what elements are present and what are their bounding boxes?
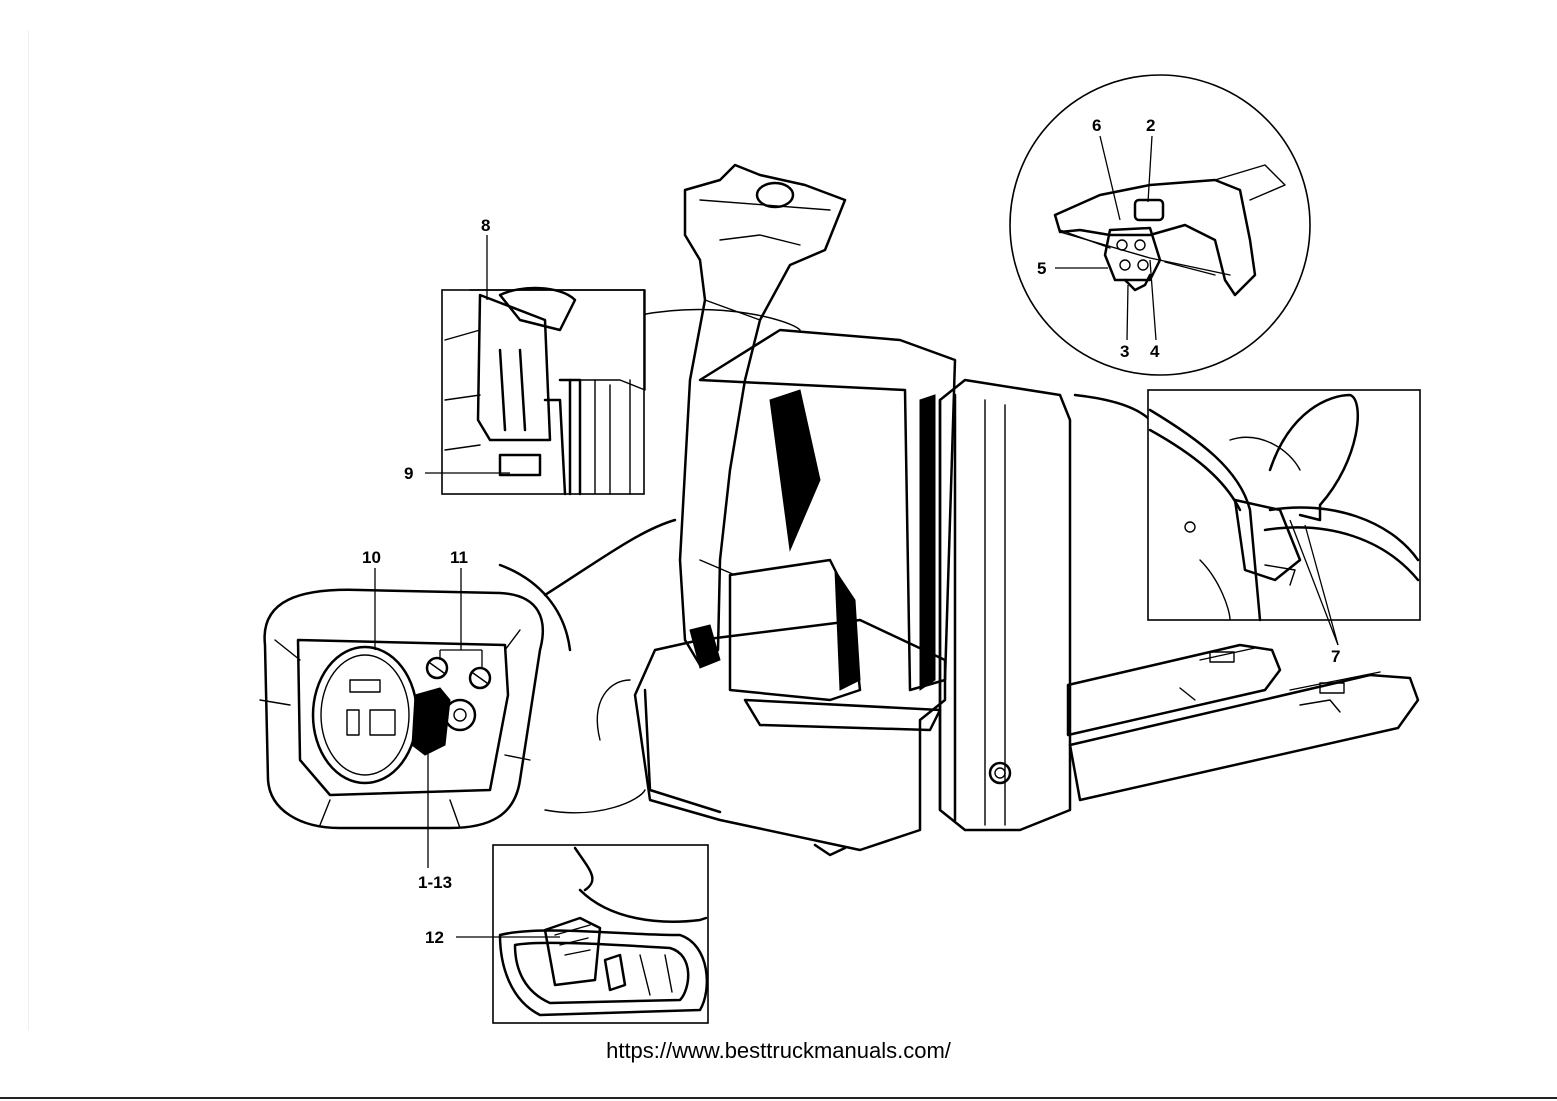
callout-10: 10 — [362, 548, 381, 567]
bottom-edge-rule — [0, 1097, 1557, 1099]
callout-2: 2 — [1146, 116, 1155, 135]
callout-6: 6 — [1092, 116, 1101, 135]
callout-5: 5 — [1037, 259, 1046, 278]
callout-9: 9 — [404, 464, 413, 483]
callout-3: 3 — [1120, 342, 1129, 361]
tiller-head-detail — [1010, 75, 1310, 375]
battery-box-detail — [442, 288, 645, 494]
forks-drawing — [1068, 645, 1418, 800]
callout-11: 11 — [450, 548, 468, 567]
battery-connector-detail — [493, 845, 708, 1023]
chassis-drawing — [635, 330, 1070, 855]
callout-1-13: 1-13 — [418, 873, 452, 892]
callout-8: 8 — [481, 216, 490, 235]
emergency-stop-detail — [1148, 390, 1420, 620]
tiller-drawing — [680, 165, 845, 668]
key-switch-detail — [260, 590, 543, 828]
callout-4: 4 — [1150, 342, 1160, 361]
callout-12: 12 — [425, 928, 444, 947]
source-url: https://www.besttruckmanuals.com/ — [0, 1038, 1557, 1064]
callout-7: 7 — [1331, 647, 1340, 666]
